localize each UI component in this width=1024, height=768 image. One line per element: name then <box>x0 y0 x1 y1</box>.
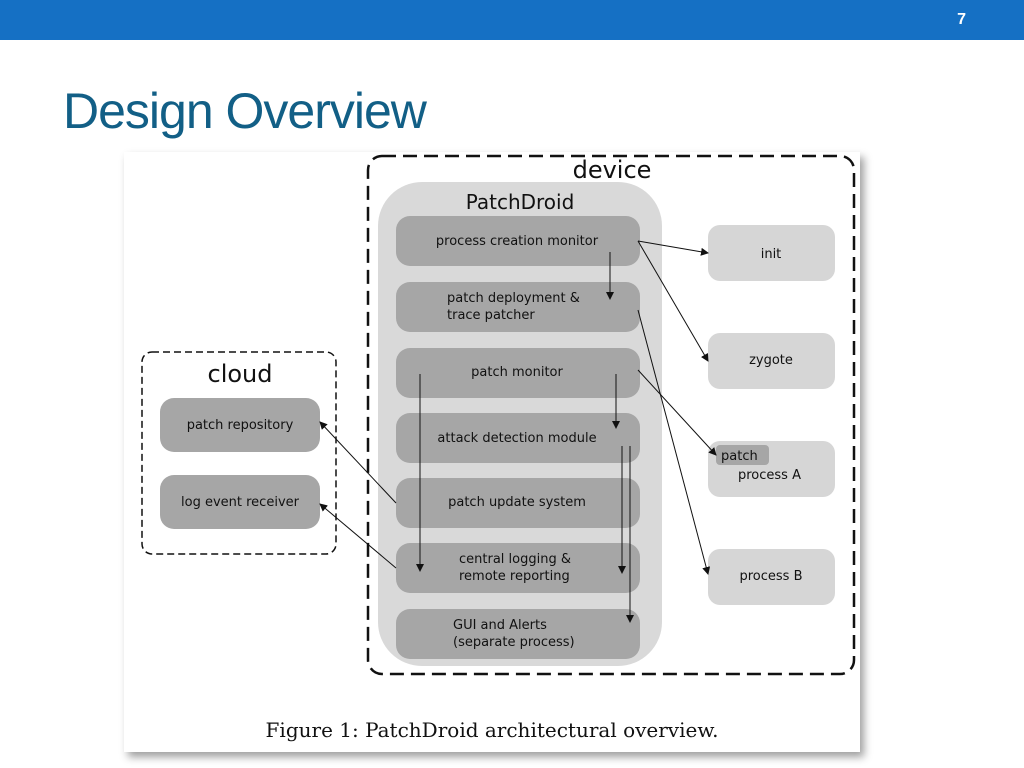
arrow-patch-monitor-to-process-a <box>637 369 717 456</box>
patch-update-system-label: patch update system <box>448 495 586 510</box>
architecture-figure: device PatchDroid process creation monit… <box>124 152 860 752</box>
gui-alerts-box <box>396 609 640 659</box>
process-a-patch-badge <box>716 445 769 465</box>
init-box <box>708 225 835 281</box>
process-a-patch-label: patch <box>721 449 758 464</box>
top-bar: 7 <box>0 0 1024 40</box>
log-event-receiver-box <box>160 475 320 529</box>
process-creation-monitor-box <box>396 216 640 266</box>
arrow-central-logging-to-log-receiver <box>319 503 397 569</box>
attack-detection-label: attack detection module <box>437 431 596 446</box>
log-event-receiver-label: log event receiver <box>181 495 300 510</box>
patch-deployment-box <box>396 282 640 332</box>
architecture-diagram: device PatchDroid process creation monit… <box>141 154 856 676</box>
central-logging-label-line1: central logging & <box>459 552 571 567</box>
central-logging-box <box>396 543 640 593</box>
gui-alerts-label-line2: (separate process) <box>453 635 575 650</box>
central-logging-label-line2: remote reporting <box>459 569 570 584</box>
patchdroid-label: PatchDroid <box>466 190 575 214</box>
connector-arrows <box>319 240 717 623</box>
init-label: init <box>761 247 782 262</box>
slide-title: Design Overview <box>63 83 427 139</box>
process-a-label: process A <box>738 468 801 483</box>
device-label: device <box>573 156 652 184</box>
gui-alerts-label-line1: GUI and Alerts <box>453 618 547 633</box>
patch-update-system-box <box>396 478 640 528</box>
zygote-box <box>708 333 835 389</box>
patch-monitor-label: patch monitor <box>471 365 563 380</box>
patch-deployment-label-line2: trace patcher <box>447 308 535 323</box>
attack-detection-box <box>396 413 640 463</box>
patch-repository-box <box>160 398 320 452</box>
slide-number: 7 <box>957 11 966 28</box>
arrow-monitor-to-zygote <box>637 240 709 362</box>
figure-caption: Figure 1: PatchDroid architectural overv… <box>265 718 719 742</box>
arrow-deployment-to-process-b <box>637 309 711 575</box>
process-b-box <box>708 549 835 605</box>
cloud-boundary <box>141 351 337 555</box>
zygote-label: zygote <box>749 353 793 368</box>
process-creation-monitor-label: process creation monitor <box>436 234 599 249</box>
device-boundary <box>366 154 856 676</box>
cloud-label: cloud <box>208 360 273 388</box>
patch-repository-label: patch repository <box>187 418 294 433</box>
patch-monitor-box <box>396 348 640 398</box>
arrow-update-system-to-patch-repository <box>319 421 397 504</box>
arrow-monitor-to-init <box>637 240 709 256</box>
patch-deployment-label-line1: patch deployment & <box>447 291 580 306</box>
process-b-label: process B <box>739 569 802 584</box>
